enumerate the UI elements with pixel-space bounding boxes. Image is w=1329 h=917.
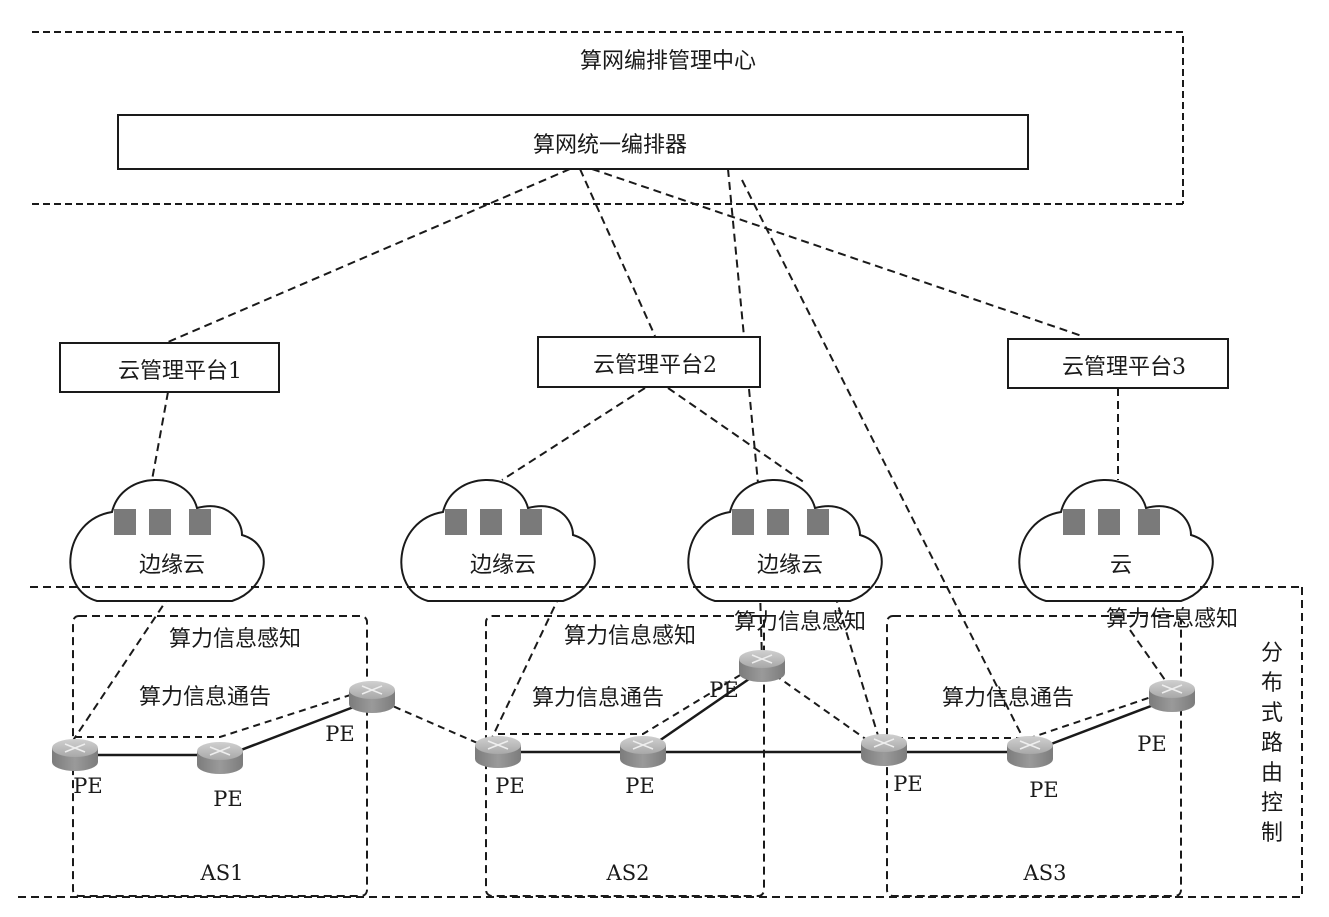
server-icon bbox=[1063, 509, 1085, 535]
pe-label: PE bbox=[625, 774, 654, 798]
link-orch-platform3 bbox=[591, 168, 1083, 337]
router-arrows-icon bbox=[64, 743, 86, 753]
pe-label: PE bbox=[73, 774, 102, 798]
router-arrows-icon bbox=[751, 654, 773, 664]
routing-label-char: 式 bbox=[1261, 701, 1283, 726]
cloud-platform-3[interactable]: 云管理平台3 bbox=[1007, 338, 1229, 389]
control-links bbox=[69, 168, 1166, 746]
sense-label-as2: 算力信息感知 bbox=[564, 624, 696, 649]
cloud-label: 边缘云 bbox=[470, 553, 536, 578]
routing-label-char: 由 bbox=[1261, 761, 1283, 786]
server-icon bbox=[1098, 509, 1120, 535]
sense-label-as3: 算力信息感知 bbox=[1106, 607, 1238, 632]
management-center-title: 算网编排管理中心 bbox=[580, 49, 756, 74]
server-icon bbox=[189, 509, 211, 535]
routing-label-char: 制 bbox=[1261, 821, 1283, 846]
as2-label: AS2 bbox=[606, 861, 650, 885]
router-arrows-icon bbox=[1019, 740, 1041, 750]
router-arrows-icon bbox=[487, 740, 509, 750]
announce-label-as3: 算力信息通告 bbox=[942, 686, 1074, 711]
pe-label: PE bbox=[893, 772, 922, 796]
link-orch-platform2 bbox=[579, 168, 656, 337]
server-icon bbox=[807, 509, 829, 535]
pe-label: PE bbox=[1137, 732, 1166, 756]
routing-label-char: 布 bbox=[1261, 671, 1283, 696]
routers-layer: PE PE PE PE PE PE PE PE PE bbox=[52, 650, 1195, 811]
pe-router[interactable]: PE bbox=[197, 742, 243, 811]
router-arrows-icon bbox=[209, 746, 231, 756]
pe-label: PE bbox=[1029, 778, 1058, 802]
pe-router[interactable]: PE bbox=[52, 739, 103, 798]
pe-label: PE bbox=[709, 678, 738, 702]
link-orch-platform1 bbox=[167, 168, 571, 343]
server-icon bbox=[480, 509, 502, 535]
router-arrows-icon bbox=[632, 740, 654, 750]
cloud-outline bbox=[687, 479, 883, 602]
pe-label: PE bbox=[495, 774, 524, 798]
pe-router[interactable]: PE bbox=[1137, 680, 1195, 756]
link-cloud4-pe bbox=[1129, 629, 1166, 681]
cloud-label: 边缘云 bbox=[139, 553, 205, 578]
link-orch-as3-pe bbox=[741, 179, 1026, 743]
routing-label-char: 控 bbox=[1261, 791, 1283, 816]
routing-label-char: 路 bbox=[1261, 731, 1283, 756]
server-icon bbox=[114, 509, 136, 535]
server-icon bbox=[149, 509, 171, 535]
as2-domain bbox=[485, 615, 765, 897]
link-platform2-cloud2 bbox=[501, 387, 646, 481]
platform-1-label: 云管理平台1 bbox=[118, 359, 242, 384]
orchestrator-box[interactable]: 算网统一编排器 bbox=[117, 114, 1029, 170]
physical-links bbox=[75, 666, 1173, 760]
server-icon bbox=[520, 509, 542, 535]
cloud-4[interactable]: 云 bbox=[1018, 479, 1214, 602]
management-center-region: 算网编排管理中心 bbox=[32, 31, 1184, 205]
pe-label: PE bbox=[325, 722, 354, 746]
link-cloud1-pe bbox=[69, 594, 171, 746]
routing-label-char: 分 bbox=[1261, 641, 1283, 666]
router-arrows-icon bbox=[1161, 684, 1183, 694]
cloud-platform-1[interactable]: 云管理平台1 bbox=[59, 342, 280, 393]
clouds-layer: 边缘云 边缘云 边缘云 云 bbox=[69, 479, 1214, 602]
cloud-outline bbox=[1018, 479, 1214, 602]
cloud-outline bbox=[69, 479, 265, 602]
server-icon bbox=[445, 509, 467, 535]
platform-2-label: 云管理平台2 bbox=[593, 353, 717, 378]
link-platform2-cloud3 bbox=[667, 387, 806, 484]
platform-3-label: 云管理平台3 bbox=[1062, 355, 1186, 380]
as3-label: AS3 bbox=[1023, 861, 1067, 885]
pe-label: PE bbox=[213, 787, 242, 811]
sense-label-as1: 算力信息感知 bbox=[169, 627, 301, 652]
server-icon bbox=[767, 509, 789, 535]
router-arrows-icon bbox=[361, 685, 383, 695]
pe-router[interactable]: PE bbox=[475, 736, 525, 798]
cloud-1[interactable]: 边缘云 bbox=[69, 479, 265, 602]
cloud-platform-2[interactable]: 云管理平台2 bbox=[537, 336, 761, 388]
link-cloud3-pe bbox=[759, 589, 763, 661]
pe-router[interactable]: PE bbox=[1007, 736, 1059, 802]
link-platform1-cloud1 bbox=[151, 391, 169, 481]
pe-router[interactable]: PE bbox=[325, 681, 395, 746]
pe-router[interactable]: PE bbox=[620, 736, 666, 798]
server-icon bbox=[732, 509, 754, 535]
pe-router[interactable]: PE bbox=[861, 734, 923, 796]
server-icon bbox=[1138, 509, 1160, 535]
cloud-label: 云 bbox=[1110, 553, 1132, 578]
cloud-outline bbox=[400, 479, 596, 602]
cloud-3[interactable]: 边缘云 bbox=[687, 479, 883, 602]
as1-label: AS1 bbox=[200, 861, 244, 885]
link-cloud2-pe bbox=[489, 594, 561, 743]
orchestrator-label: 算网统一编排器 bbox=[533, 133, 687, 158]
announce-label-as1: 算力信息通告 bbox=[139, 685, 271, 710]
announce-label-as2: 算力信息通告 bbox=[532, 686, 664, 711]
router-arrows-icon bbox=[873, 738, 895, 748]
cloud-2[interactable]: 边缘云 bbox=[400, 479, 596, 602]
pe-router[interactable]: PE bbox=[709, 650, 785, 702]
cloud-label: 边缘云 bbox=[757, 553, 823, 578]
sense-label-center: 算力信息感知 bbox=[734, 610, 866, 635]
